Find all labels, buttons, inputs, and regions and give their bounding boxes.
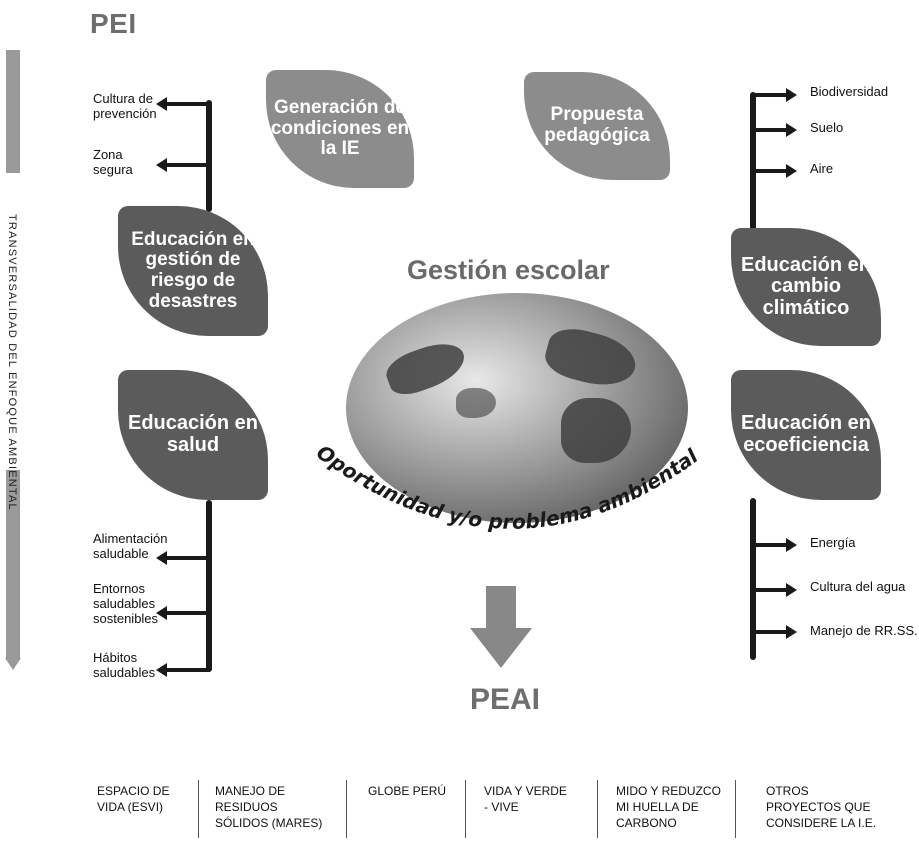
eco-branch-2	[752, 588, 788, 592]
arrow-right-icon	[786, 88, 797, 102]
health-branch-3	[166, 668, 210, 672]
eco-branch-3	[752, 630, 788, 634]
continent-shape	[561, 398, 631, 463]
arrow-left-icon	[156, 663, 167, 677]
climate-item-3: Aire	[810, 161, 834, 176]
arrow-right-icon	[786, 625, 797, 639]
arrow-right-icon	[786, 123, 797, 137]
gestion-escolar-title: Gestión escolar	[407, 255, 610, 285]
project-huella: MIDO Y REDUZCO MI HUELLA DE CARBONO	[616, 784, 721, 831]
down-arrow-icon	[486, 586, 516, 630]
arrow-right-icon	[786, 583, 797, 597]
svg-text:Oportunidad y/o problema ambie: Oportunidad y/o problema ambiental	[312, 440, 703, 534]
down-arrow-head-icon	[470, 628, 532, 668]
health-item-2: Entornos saludables sostenibles	[93, 581, 159, 626]
health-item-3: Hábitos saludables	[93, 650, 156, 680]
arc-text: Oportunidad y/o problema ambiental	[312, 440, 703, 534]
climate-branch-3	[752, 169, 788, 173]
arrow-left-icon	[156, 606, 167, 620]
eco-branch-1	[752, 543, 788, 547]
climate-branch-1	[752, 93, 788, 97]
risk-branch-2	[166, 163, 210, 167]
climate-item-2: Suelo	[810, 120, 844, 135]
project-mares: MANEJO DE RESIDUOS SÓLIDOS (MARES)	[215, 784, 323, 831]
side-bar-bottom	[6, 470, 20, 660]
arrow-left-icon	[156, 97, 167, 111]
project-separator	[346, 780, 347, 838]
risk-branch-line	[206, 100, 212, 212]
project-separator	[465, 780, 466, 838]
leaf-ecoeficiencia: Educación en ecoeficiencia	[731, 370, 881, 500]
arrow-right-icon	[786, 538, 797, 552]
continent-shape	[381, 335, 471, 401]
leaf-generacion: Generación de condiciones en la IE	[266, 70, 414, 188]
continent-shape	[456, 388, 496, 418]
project-otros: OTROS PROYECTOS QUE CONSIDERE LA I.E.	[766, 784, 877, 831]
side-bar-top	[6, 50, 20, 173]
leaf-cambio-climatico: Educación en cambio climático	[731, 228, 881, 346]
risk-item-1: Cultura de prevención	[93, 91, 157, 121]
arrow-left-icon	[156, 158, 167, 172]
side-arrow-head	[5, 658, 21, 670]
project-esvi: ESPACIO DE VIDA (ESVI)	[97, 784, 170, 815]
climate-item-1: Biodiversidad	[810, 84, 889, 99]
continent-shape	[541, 322, 641, 394]
arrow-left-icon	[156, 551, 167, 565]
arc-text-svg: Oportunidad y/o problema ambiental	[312, 440, 703, 534]
project-separator	[198, 780, 199, 838]
leaf-salud: Educación en salud	[118, 370, 268, 500]
climate-branch-2	[752, 128, 788, 132]
peai-title: PEAI	[470, 683, 541, 716]
eco-item-1: Energía	[810, 535, 856, 550]
risk-branch-1	[166, 102, 210, 106]
eco-branch-line	[750, 498, 756, 660]
health-branch-1	[166, 556, 210, 560]
project-separator	[597, 780, 598, 838]
health-item-1: Alimentación saludable	[93, 531, 168, 561]
eco-item-3: Manejo de RR.SS.	[810, 623, 918, 638]
globe-icon	[346, 293, 688, 523]
pei-title: PEI	[90, 8, 137, 39]
project-vive: VIDA Y VERDE - VIVE	[484, 784, 567, 815]
climate-branch-line	[750, 92, 756, 234]
risk-item-2: Zona segura	[93, 147, 133, 177]
eco-item-2: Cultura del agua	[810, 579, 906, 594]
project-globe: GLOBE PERÚ	[368, 784, 447, 798]
leaf-propuesta: Propuesta pedagógica	[524, 72, 670, 180]
project-separator	[735, 780, 736, 838]
health-branch-line	[206, 500, 212, 672]
health-branch-2	[166, 611, 210, 615]
side-label: TRANSVERSALIDAD DEL ENFOQUE AMBIENTAL	[6, 214, 18, 511]
leaf-riesgo: Educación en gestión de riesgo de desast…	[118, 206, 268, 336]
arrow-right-icon	[786, 164, 797, 178]
